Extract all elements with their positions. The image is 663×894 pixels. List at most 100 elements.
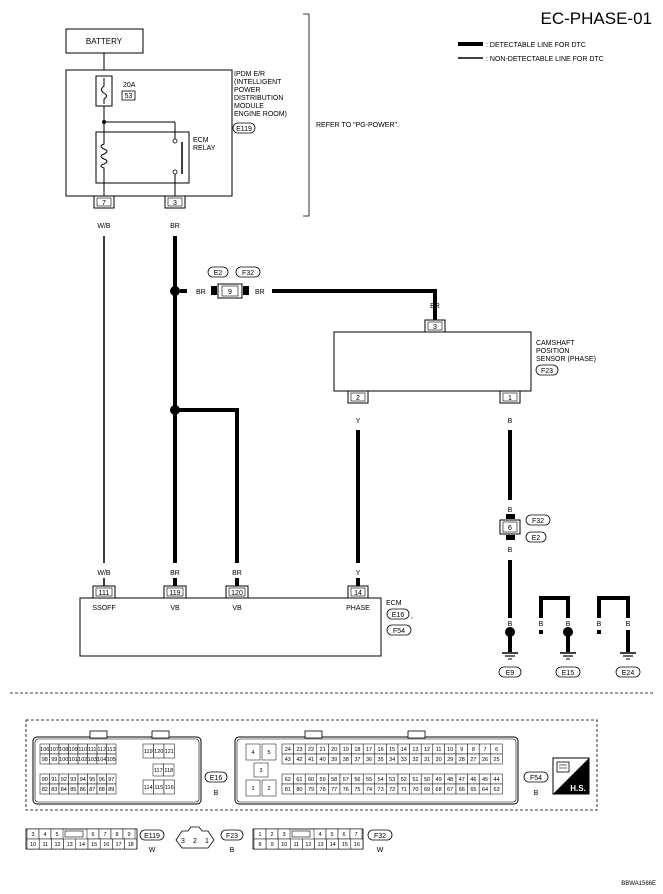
f54-pin: 50 — [424, 777, 430, 783]
ipdm-connector: E119 — [236, 126, 252, 133]
svg-text:119: 119 — [169, 590, 180, 597]
f54-pin: 36 — [366, 757, 372, 763]
e16-pin: 97 — [108, 777, 114, 783]
f54-pin: 3 — [259, 768, 262, 774]
e119-pin: 12 — [54, 842, 60, 848]
e16-pin-cell — [106, 783, 117, 795]
sensor-pin-2: 2 — [356, 395, 360, 402]
e119-pin: 18 — [128, 842, 134, 848]
f54-pin: 14 — [401, 747, 407, 753]
f32-pin-cell — [350, 838, 364, 850]
ecm-conn-f54: F54 — [393, 628, 405, 635]
f54-pin: 9 — [460, 747, 463, 753]
connector-detail-box — [25, 719, 598, 811]
e16-pin: 98 — [42, 757, 48, 763]
f54-pin: 51 — [412, 777, 418, 783]
sensor-label-3: SENSOR (PHASE) — [536, 356, 596, 363]
f54-pin: 54 — [378, 777, 384, 783]
wire-color-b-top: B — [508, 418, 513, 425]
f54-pin: 46 — [470, 777, 476, 783]
e119-pin: 16 — [103, 842, 109, 848]
e16-pin: 90 — [42, 777, 48, 783]
e16-pin: 95 — [89, 777, 95, 783]
ecm-conn-e16: E16 — [392, 612, 405, 619]
f54-pin: 79 — [308, 787, 314, 793]
f54-pin: 40 — [320, 757, 326, 763]
e16-pin: 105 — [107, 757, 116, 763]
f32-pin: 14 — [330, 842, 336, 848]
e16-pin: 111 — [88, 747, 96, 753]
f54-pin: 45 — [482, 777, 488, 783]
ipdm-label-2: (INTELLIGENT — [234, 79, 282, 86]
wire-color-wb-top: W/B — [97, 223, 111, 230]
ecm-pin-name-phase: PHASE — [346, 605, 370, 612]
e16-pin: 82 — [42, 787, 48, 793]
f54-pin: 27 — [470, 757, 476, 763]
f54-pin: 30 — [436, 757, 442, 763]
f54-pin: 57 — [343, 777, 349, 783]
e16-pin: 109 — [69, 747, 78, 753]
f54-pin: 8 — [472, 747, 475, 753]
f54-pin: 47 — [459, 777, 465, 783]
e16-pin: 101 — [69, 757, 78, 763]
f54-pin-cell — [245, 743, 261, 761]
f54-pin: 21 — [320, 747, 326, 753]
f54-pin: 39 — [331, 757, 337, 763]
f54-pin: 35 — [378, 757, 384, 763]
f32-pin: 3 — [282, 832, 285, 838]
f54-pin: 65 — [470, 787, 476, 793]
f54-pin: 2 — [267, 786, 270, 792]
f54-pin: 64 — [482, 787, 488, 793]
f23-color: B — [230, 847, 235, 854]
ecm-pin-120: 120 — [225, 585, 249, 599]
e16-pin: 121 — [165, 749, 174, 755]
wire-color-b-g3: B — [566, 621, 571, 628]
e119-pin: 11 — [42, 842, 48, 848]
svg-text:1: 1 — [205, 838, 209, 845]
e16-pin: 91 — [51, 777, 57, 783]
wire-color-wb-ecm: W/B — [97, 570, 111, 577]
f54-pin: 32 — [412, 757, 418, 763]
e119-pin: 5 — [55, 832, 58, 838]
camshaft-sensor — [333, 331, 532, 392]
fuse-amp: 20A — [123, 82, 136, 89]
f54-pin: 48 — [447, 777, 453, 783]
svg-text:2: 2 — [193, 838, 197, 845]
e119-pin: 8 — [115, 832, 118, 838]
ground-e15: E15 — [562, 670, 575, 677]
f54-pin: 67 — [447, 787, 453, 793]
f54-pin: 12 — [424, 747, 430, 753]
wire-color-b-low: B — [508, 547, 513, 554]
ecm-pin-name-vb1: VB — [170, 605, 180, 612]
ipdm-pin-3: 3 — [173, 200, 177, 207]
wire-color-b-g4: B — [597, 621, 602, 628]
f54-pin-cell — [245, 779, 261, 797]
e119-pin: 3 — [31, 832, 34, 838]
sensor-label-2: POSITION — [536, 348, 569, 355]
e119-id: E119 — [144, 833, 160, 840]
wire-color-b-mid: B — [508, 507, 513, 514]
f54-pin: 7 — [483, 747, 486, 753]
f54-pin: 38 — [343, 757, 349, 763]
f32-pin: 5 — [330, 832, 333, 838]
e16-pin: 113 — [107, 747, 116, 753]
e16-pin: 103 — [88, 757, 97, 763]
f32-pin: 13 — [317, 842, 323, 848]
relay-label-2: RELAY — [193, 145, 216, 152]
f54-pin: 17 — [366, 747, 372, 753]
f32-id: F32 — [374, 833, 386, 840]
f54-pin: 28 — [459, 757, 465, 763]
e119-pin: 14 — [79, 842, 85, 848]
f54-pin: 23 — [296, 747, 302, 753]
f54-color: B — [534, 790, 539, 797]
figure-code: BBWA1566E — [621, 881, 656, 887]
svg-text:3: 3 — [181, 838, 185, 845]
e16-pin: 89 — [108, 787, 114, 793]
f32-pin: 10 — [281, 842, 287, 848]
e16-pin: 92 — [61, 777, 67, 783]
e16-pin: 108 — [59, 747, 68, 753]
f23-id: F23 — [226, 833, 238, 840]
f32-pin: 11 — [293, 842, 299, 848]
f54-pin: 55 — [366, 777, 372, 783]
